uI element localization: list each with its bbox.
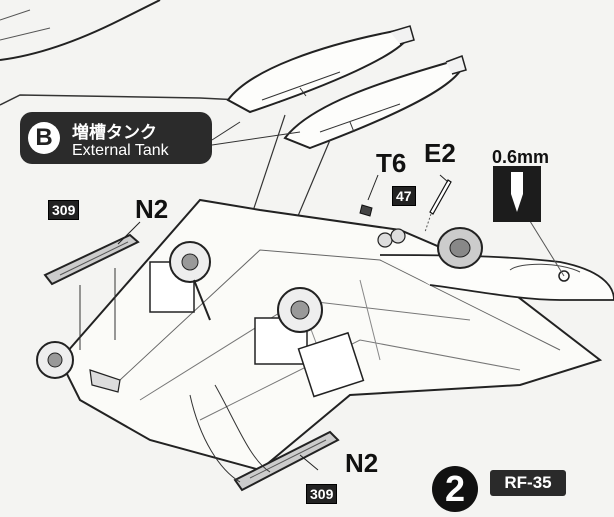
external-tank-callout: B 増槽タンク External Tank (20, 112, 212, 164)
nose-gear-assembly (149, 241, 211, 321)
part-label-n2-upper: N2 (135, 194, 169, 224)
paint-code-47: 47 (392, 186, 416, 206)
variant-badge: RF-35 (490, 470, 566, 496)
drill-icon (493, 166, 541, 222)
part-label-e2: E2 (424, 138, 456, 168)
drill-hole (558, 270, 570, 282)
callout-badge: B (28, 122, 60, 154)
paint-code-309-lower: 309 (306, 484, 338, 504)
part-label-n2-lower: N2 (345, 448, 379, 478)
pylon-n2-upper (43, 233, 140, 350)
pylon-n2-lower (189, 384, 340, 492)
callout-title-en: External Tank (72, 142, 169, 159)
part-label-t6: T6 (376, 148, 407, 178)
part-e2 (429, 179, 452, 215)
external-tank-upper (226, 25, 415, 114)
fuselage-outline (0, 0, 161, 61)
callout-title-jp: 増槽タンク (72, 123, 157, 143)
step-number: 2 (432, 466, 478, 512)
drill-size-label: 0.6mm (492, 147, 550, 167)
main-gear-assembly (254, 287, 365, 398)
part-t6 (359, 204, 373, 217)
left-gear-detail (36, 341, 121, 393)
paint-code-309-upper: 309 (48, 200, 80, 220)
external-tank-lower (283, 55, 467, 150)
wing-underside (58, 198, 603, 472)
engine-nozzle (377, 227, 483, 269)
